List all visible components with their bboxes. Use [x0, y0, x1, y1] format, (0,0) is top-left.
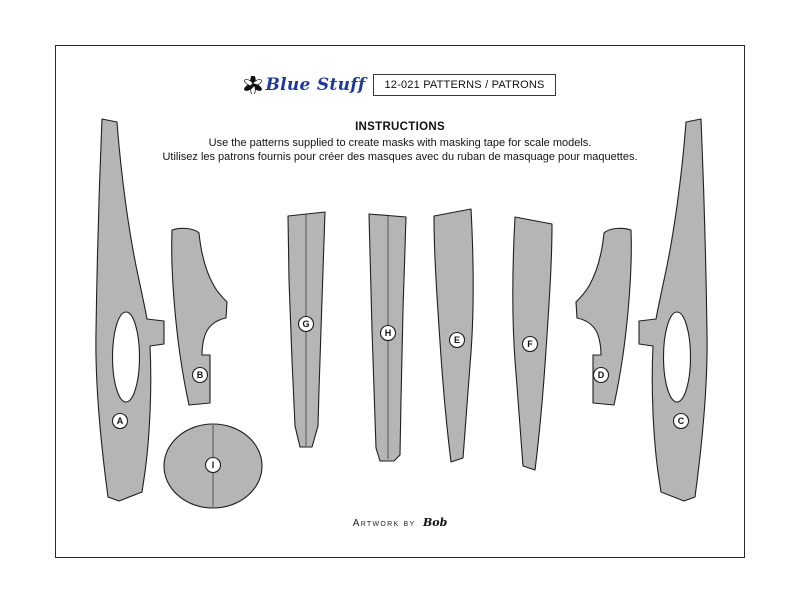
- pattern-label-f: F: [521, 335, 539, 353]
- pattern-shape-b: [171, 227, 228, 406]
- svg-text:B: B: [197, 370, 204, 380]
- pattern-label-b: B: [191, 366, 209, 384]
- header: Blue Stuff 12-021 PATTERNS / PATRONS: [0, 74, 800, 96]
- pattern-shape-d: [575, 227, 632, 406]
- svg-text:F: F: [527, 339, 533, 349]
- svg-text:H: H: [385, 328, 392, 338]
- footer-credit: Artwork by Bob: [0, 513, 800, 531]
- pattern-label-g: G: [297, 315, 315, 333]
- pattern-label-i: I: [204, 456, 222, 474]
- instruction-line-en: Use the patterns supplied to create mask…: [208, 137, 592, 149]
- pattern-shape-c: [638, 118, 708, 502]
- instructions-block: INSTRUCTIONS Use the patterns supplied t…: [0, 121, 800, 164]
- brand-logo: Blue Stuff: [244, 75, 365, 95]
- pinwheel-icon: [244, 76, 263, 94]
- svg-text:I: I: [212, 460, 215, 470]
- svg-text:C: C: [678, 416, 685, 426]
- pattern-shape-a: [95, 118, 165, 502]
- pattern-label-d: D: [592, 366, 610, 384]
- credit-prefix: Artwork by: [352, 518, 416, 529]
- credit-name: Bob: [422, 516, 448, 529]
- instructions-heading: INSTRUCTIONS: [355, 121, 445, 133]
- pattern-labels: A B C D E F G: [111, 315, 690, 474]
- instruction-line-fr: Utilisez les patrons fournis pour créer …: [162, 151, 638, 163]
- svg-text:D: D: [598, 370, 605, 380]
- pattern-label-e: E: [448, 331, 466, 349]
- pattern-label-c: C: [672, 412, 690, 430]
- pattern-label-a: A: [111, 412, 129, 430]
- brand-name: Blue Stuff: [265, 75, 366, 95]
- svg-text:E: E: [454, 335, 460, 345]
- svg-text:A: A: [117, 416, 124, 426]
- svg-text:G: G: [302, 319, 309, 329]
- sheet-title: 12-021 PATTERNS / PATRONS: [373, 74, 556, 96]
- pattern-label-h: H: [379, 324, 397, 342]
